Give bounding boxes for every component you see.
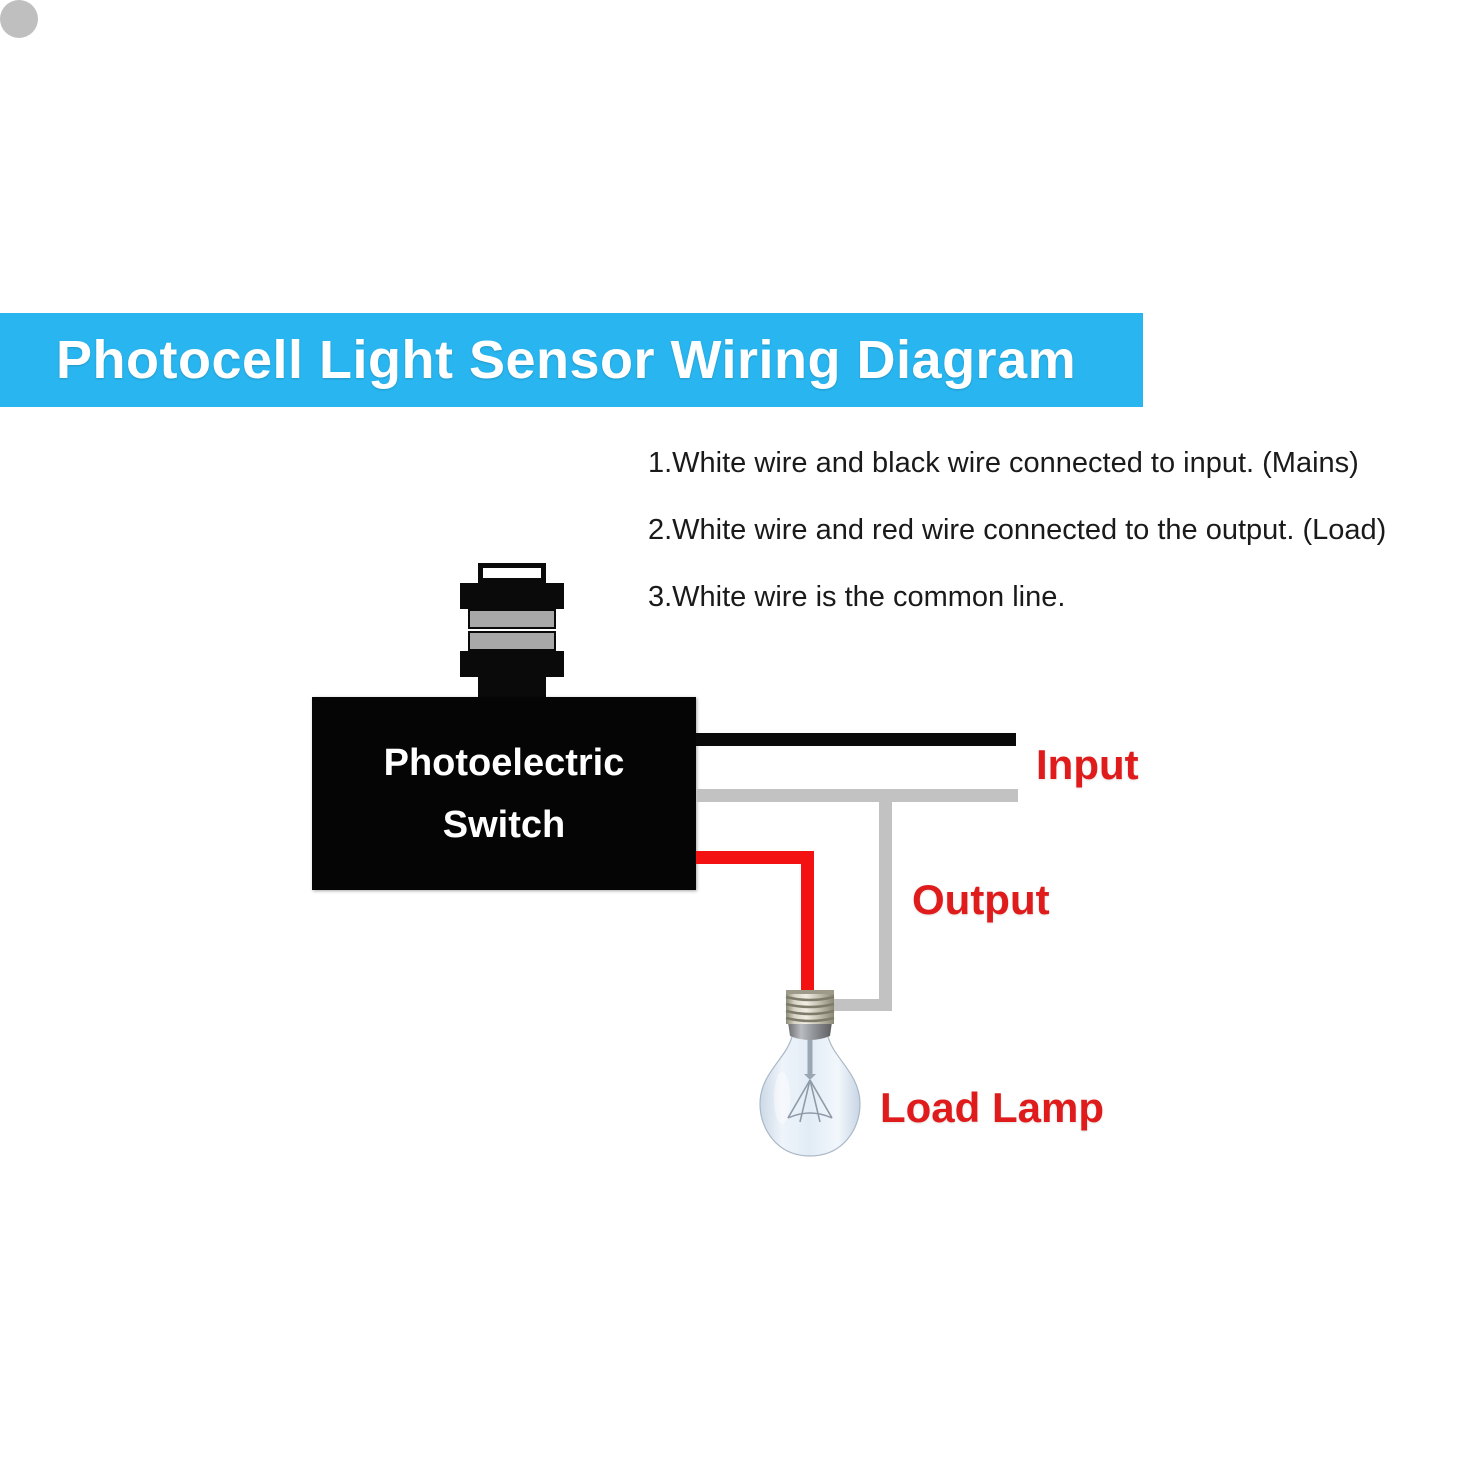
sensor-lower-flange	[460, 651, 564, 677]
instruction-item-1: 1.White wire and black wire connected to…	[648, 447, 1359, 479]
label-load-lamp: Load Lamp	[880, 1084, 1105, 1131]
wire-junction-node	[0, 0, 38, 38]
sensor-band-lower	[468, 631, 556, 651]
photoelectric-switch-body: Photoelectric Switch	[312, 697, 696, 890]
white-wire-branch	[879, 795, 892, 1011]
load-lamp-icon	[759, 990, 861, 1157]
switch-label-line-2: Switch	[442, 803, 566, 846]
red-wire-to-lamp	[801, 851, 814, 1003]
title-banner: Photocell Light Sensor Wiring Diagram	[0, 313, 1143, 407]
red-output-wire	[696, 851, 814, 864]
instruction-item-3: 3.White wire is the common line.	[648, 581, 1066, 613]
white-common-wire	[696, 789, 1018, 802]
white-wire-to-lamp	[826, 999, 892, 1011]
instruction-list: 1.White wire and black wire connected to…	[648, 430, 1464, 631]
black-input-wire	[696, 733, 1016, 746]
label-input: Input	[1036, 741, 1139, 788]
sensor-upper-flange	[460, 583, 564, 609]
sensor-window	[478, 563, 546, 583]
sensor-band-upper	[468, 609, 556, 629]
instruction-item-2: 2.White wire and red wire connected to t…	[648, 514, 1387, 546]
photocell-sensor-icon	[452, 563, 572, 707]
label-output: Output	[912, 876, 1050, 923]
page-title: Photocell Light Sensor Wiring Diagram	[56, 330, 1077, 390]
switch-label-line-1: Photoelectric	[383, 741, 625, 784]
